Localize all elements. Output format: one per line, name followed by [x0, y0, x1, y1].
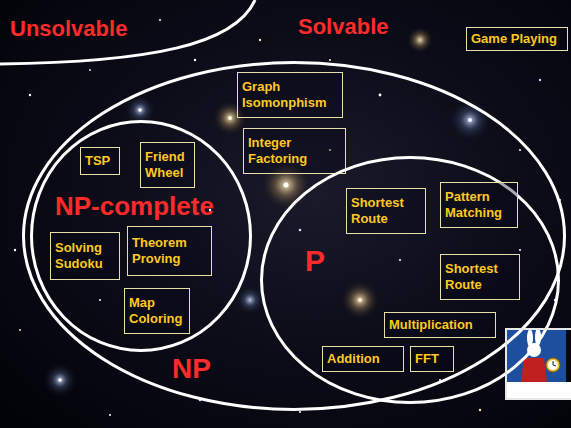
star: [329, 59, 331, 61]
star: [519, 249, 521, 251]
star: [299, 229, 302, 232]
complexity-class-region: NPGraph IsomonphismInteger FactoringNP-c…: [22, 61, 566, 411]
region-ellipse: [32, 122, 251, 351]
problem-name: Integer Factoring: [248, 135, 341, 166]
complexity-class-region: NP-complete TSP Friend WheelSolving Sudoku…: [30, 120, 252, 352]
star: [299, 411, 301, 413]
star: [29, 94, 31, 96]
galaxy-glow: [42, 362, 78, 398]
star: [19, 329, 21, 331]
class-name: NP-complete: [55, 193, 214, 219]
star: [58, 378, 62, 382]
problem-box: Theorem Proving: [127, 226, 212, 276]
watch-face: [548, 360, 558, 370]
problem-name: Pattern Matching: [445, 189, 513, 220]
star: [284, 183, 289, 188]
rabbit-coat: [521, 358, 547, 382]
problem-box: Addition: [322, 346, 404, 372]
complexity-class-region: PShortest RoutePattern MatchingShortest …: [260, 156, 560, 404]
problem-box: Multiplication: [384, 312, 496, 338]
region-ellipse: [24, 63, 565, 410]
class-name: P: [305, 246, 325, 276]
problem-name: Shortest Route: [445, 261, 515, 292]
problem-box: Integer Factoring: [243, 128, 346, 174]
class-name: NP: [172, 355, 211, 383]
problem-box: Friend Wheel: [140, 142, 195, 188]
star: [539, 79, 541, 81]
problem-name: Solving Sudoku: [55, 240, 115, 271]
problem-box: Shortest Route: [440, 254, 520, 300]
problem-box: FFT: [410, 346, 454, 372]
problem-name: Theorem Proving: [132, 235, 207, 266]
star: [228, 116, 232, 120]
problem-box: Solving Sudoku: [50, 232, 120, 280]
region-name: Unsolvable: [10, 18, 127, 40]
star: [479, 409, 481, 411]
star: [379, 94, 382, 97]
star: [194, 59, 196, 61]
rabbit-tag: I’m late: [505, 328, 571, 400]
problem-name: Addition: [327, 351, 380, 367]
problem-box: Map Coloring: [124, 288, 190, 334]
problem-box: Pattern Matching: [440, 182, 518, 228]
star: [89, 69, 91, 71]
problem-name: TSP: [85, 153, 110, 169]
region-ellipse: [262, 158, 559, 403]
star: [519, 149, 521, 151]
tag-caption: I’m late: [507, 382, 571, 398]
problem-name: Friend Wheel: [145, 149, 190, 180]
star: [99, 299, 101, 301]
problem-name: FFT: [415, 351, 439, 367]
star: [468, 118, 472, 122]
problem-name: Map Coloring: [129, 295, 185, 326]
problem-name: Multiplication: [389, 317, 473, 333]
galaxy-glow: [406, 26, 434, 54]
problem-name: Graph Isomonphism: [242, 79, 338, 110]
star: [159, 19, 161, 21]
problem-name: Shortest Route: [351, 195, 421, 226]
problem-box: Game Playing: [466, 27, 568, 51]
problem-box: Graph Isomonphism: [237, 72, 343, 118]
solvability-boundary: [0, 0, 255, 64]
problem-box: TSP: [80, 147, 120, 175]
star: [138, 108, 142, 112]
galaxy-glow: [340, 280, 380, 320]
problem-name: Game Playing: [471, 31, 557, 47]
star: [399, 259, 401, 261]
problem-box: Shortest Route: [346, 188, 426, 234]
region-name: Solvable: [298, 16, 388, 38]
pocket-watch: [546, 358, 560, 372]
star: [259, 39, 261, 41]
watch-hands: [553, 361, 556, 366]
star: [14, 249, 16, 251]
star: [109, 414, 111, 416]
star: [358, 298, 362, 302]
